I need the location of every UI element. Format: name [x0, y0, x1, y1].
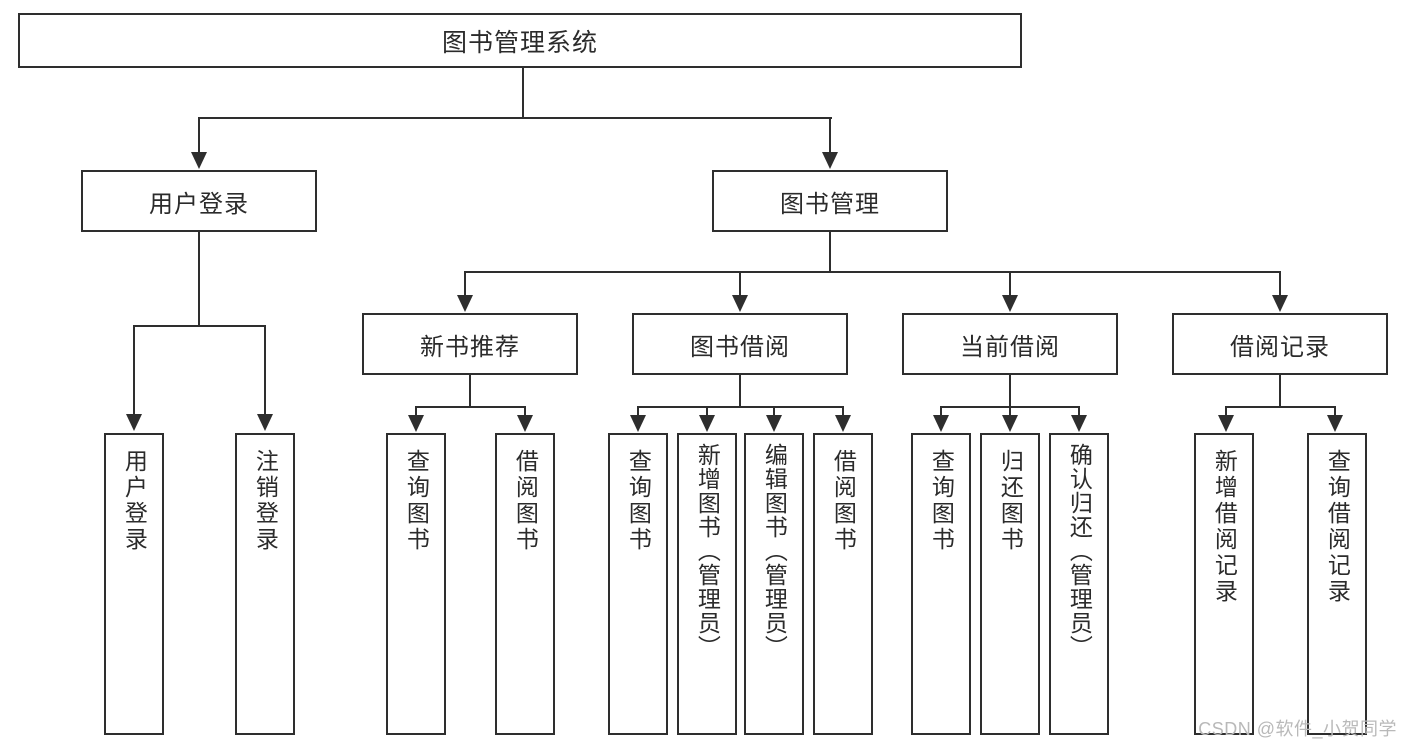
leaf-user-login[interactable]: 用户登录 — [104, 433, 164, 735]
connector-borrow-record-bus — [1225, 406, 1335, 408]
leaf-logout[interactable]: 注销登录 — [235, 433, 295, 735]
node-label: 归还图书 — [997, 449, 1024, 553]
node-current-borrow[interactable]: 当前借阅 — [902, 313, 1118, 375]
node-borrow-record[interactable]: 借阅记录 — [1172, 313, 1388, 375]
arrowhead-br-add-record — [1218, 415, 1234, 432]
connector-to-new-book — [464, 271, 466, 296]
arrowhead-book-borrow — [732, 295, 748, 312]
connector-user-login-stem — [198, 232, 200, 326]
leaf-br-add-record[interactable]: 新增借阅记录 — [1194, 433, 1254, 735]
arrowhead-book-mgmt — [822, 152, 838, 169]
node-book-management[interactable]: 图书管理 — [712, 170, 948, 232]
arrowhead-br-query-record — [1327, 415, 1343, 432]
arrowhead-leaf-user-login — [126, 414, 142, 431]
leaf-cb-confirm-return[interactable]: 确认归还（管理员） — [1049, 433, 1109, 735]
connector-cb-child-3 — [1078, 406, 1080, 416]
node-label: 编辑图书（管理员） — [761, 443, 788, 659]
node-label: 图书管理系统 — [441, 28, 598, 57]
connector-br-child-1 — [1225, 406, 1227, 416]
arrowhead-nb-query-book — [408, 415, 424, 432]
arrowhead-cb-return-book — [1002, 415, 1018, 432]
connector-new-book-child-2 — [524, 406, 526, 416]
node-book-borrow[interactable]: 图书借阅 — [632, 313, 848, 375]
node-label: 确认归还（管理员） — [1066, 443, 1093, 659]
node-label: 查询图书 — [625, 449, 652, 553]
connector-book-mgmt-stem — [829, 232, 831, 272]
connector-user-login-child-1 — [133, 325, 135, 415]
leaf-br-query-record[interactable]: 查询借阅记录 — [1307, 433, 1367, 735]
leaf-bb-query-book[interactable]: 查询图书 — [608, 433, 668, 735]
node-new-book-recommend[interactable]: 新书推荐 — [362, 313, 578, 375]
connector-root-bus — [198, 117, 832, 119]
connector-level3-bus — [464, 271, 1279, 273]
connector-root-stem — [522, 68, 524, 118]
connector-current-borrow-stem — [1009, 375, 1011, 407]
node-label: 查询借阅记录 — [1324, 449, 1351, 605]
arrowhead-bb-borrow-book — [835, 415, 851, 432]
node-label: 新书推荐 — [420, 333, 520, 361]
arrowhead-leaf-logout — [257, 414, 273, 431]
arrowhead-current-borrow — [1002, 295, 1018, 312]
leaf-bb-borrow-book[interactable]: 借阅图书 — [813, 433, 873, 735]
connector-br-child-2 — [1334, 406, 1336, 416]
connector-to-borrow-record — [1279, 271, 1281, 296]
connector-new-book-bus — [415, 406, 525, 408]
leaf-cb-query-book[interactable]: 查询图书 — [911, 433, 971, 735]
connector-bb-child-4 — [842, 406, 844, 416]
node-label: 新增图书（管理员） — [694, 443, 721, 659]
arrowhead-cb-query-book — [933, 415, 949, 432]
node-user-login[interactable]: 用户登录 — [81, 170, 317, 232]
leaf-nb-borrow-book[interactable]: 借阅图书 — [495, 433, 555, 735]
connector-to-book-borrow — [739, 271, 741, 296]
node-label: 查询图书 — [928, 449, 955, 553]
arrowhead-cb-confirm-return — [1071, 415, 1087, 432]
connector-bb-child-2 — [706, 406, 708, 416]
leaf-bb-edit-book[interactable]: 编辑图书（管理员） — [744, 433, 804, 735]
node-label: 图书管理 — [780, 190, 880, 218]
node-label: 借阅记录 — [1230, 333, 1330, 361]
connector-cb-child-1 — [940, 406, 942, 416]
arrowhead-bb-edit-book — [766, 415, 782, 432]
connector-borrow-record-stem — [1279, 375, 1281, 407]
connector-user-login-child-2 — [264, 325, 266, 415]
node-label: 图书借阅 — [690, 333, 790, 361]
node-label: 查询图书 — [403, 449, 430, 553]
arrowhead-bb-add-book — [699, 415, 715, 432]
node-label: 借阅图书 — [512, 449, 539, 553]
connector-cb-child-2 — [1009, 406, 1011, 416]
connector-root-to-book-mgmt — [829, 117, 831, 153]
node-label: 用户登录 — [121, 449, 148, 553]
connector-new-book-stem — [469, 375, 471, 407]
node-label: 当前借阅 — [960, 333, 1060, 361]
leaf-cb-return-book[interactable]: 归还图书 — [980, 433, 1040, 735]
node-label: 用户登录 — [149, 190, 249, 218]
node-label: 借阅图书 — [830, 449, 857, 553]
node-label: 新增借阅记录 — [1211, 449, 1238, 605]
node-root-system[interactable]: 图书管理系统 — [18, 13, 1022, 68]
arrowhead-borrow-record — [1272, 295, 1288, 312]
leaf-nb-query-book[interactable]: 查询图书 — [386, 433, 446, 735]
connector-to-current-borrow — [1009, 271, 1011, 296]
connector-book-borrow-bus — [637, 406, 843, 408]
arrowhead-nb-borrow-book — [517, 415, 533, 432]
arrowhead-bb-query-book — [630, 415, 646, 432]
connector-book-borrow-stem — [739, 375, 741, 407]
node-label: 注销登录 — [252, 449, 279, 553]
arrowhead-new-book — [457, 295, 473, 312]
arrowhead-user-login — [191, 152, 207, 169]
leaf-bb-add-book[interactable]: 新增图书（管理员） — [677, 433, 737, 735]
connector-new-book-child-1 — [415, 406, 417, 416]
connector-user-login-bus — [133, 325, 265, 327]
connector-bb-child-3 — [773, 406, 775, 416]
connector-root-to-user-login — [198, 117, 200, 153]
connector-bb-child-1 — [637, 406, 639, 416]
